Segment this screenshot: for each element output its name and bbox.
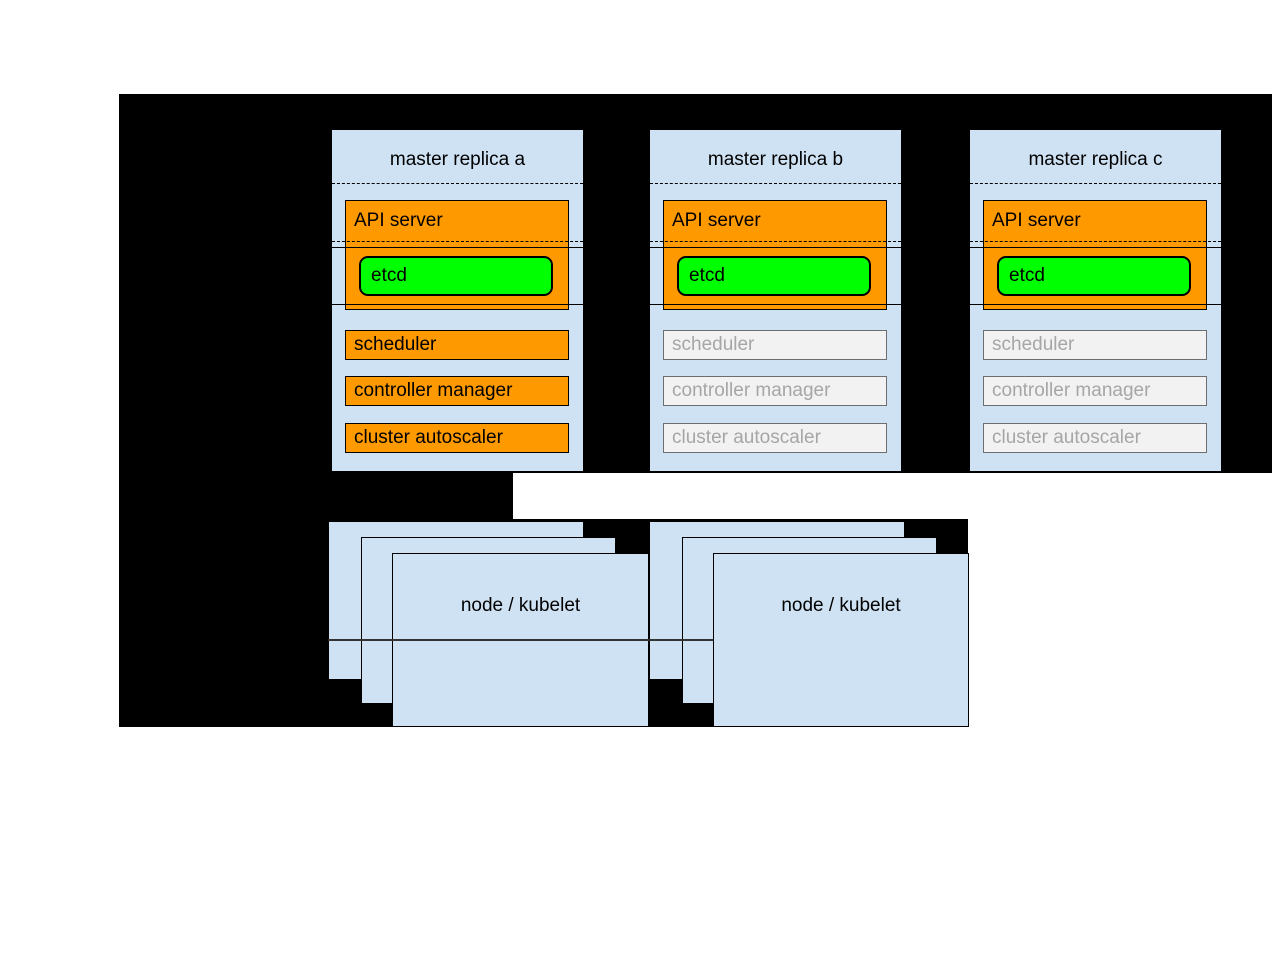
api-server-box: API server etcd	[663, 200, 887, 310]
zone-solid-line	[650, 247, 901, 248]
scheduler-box: scheduler	[983, 330, 1207, 360]
cluster-autoscaler-box: cluster autoscaler	[663, 423, 887, 453]
api-server-label: API server	[672, 210, 761, 231]
scheduler-box: scheduler	[345, 330, 569, 360]
zone-solid-line	[650, 304, 901, 305]
zone-dashed-line	[332, 183, 583, 184]
node-label: node / kubelet	[460, 595, 581, 616]
replica-title: master replica c	[1028, 149, 1163, 170]
zone-dashed-line	[650, 183, 901, 184]
master-replica-a-box: master replica a API server etcd schedul…	[331, 129, 584, 472]
api-server-box: API server etcd	[345, 200, 569, 310]
zone-solid-line	[970, 304, 1221, 305]
cluster-autoscaler-box: cluster autoscaler	[983, 423, 1207, 453]
replica-title: master replica b	[707, 149, 844, 170]
master-replica-c-box: master replica c API server etcd schedul…	[969, 129, 1222, 472]
etcd-box: etcd	[997, 256, 1191, 296]
zone-dashed-line	[970, 183, 1221, 184]
api-server-box: API server etcd	[983, 200, 1207, 310]
etcd-box: etcd	[359, 256, 553, 296]
etcd-label: etcd	[371, 265, 407, 286]
etcd-label: etcd	[1009, 265, 1045, 286]
zone-dashed-line	[650, 241, 901, 242]
master-replica-b-box: master replica b API server etcd schedul…	[649, 129, 902, 472]
zone-dashed-line	[970, 241, 1221, 242]
nodes-divider-line	[328, 639, 968, 641]
api-server-label: API server	[354, 210, 443, 231]
zone-solid-line	[332, 304, 583, 305]
zone-dashed-line	[332, 241, 583, 242]
cluster-autoscaler-box: cluster autoscaler	[345, 423, 569, 453]
zone-solid-line	[332, 247, 583, 248]
zone-solid-line	[970, 247, 1221, 248]
black-background-left-step	[119, 473, 513, 519]
replica-title: master replica a	[389, 149, 526, 170]
scheduler-box: scheduler	[663, 330, 887, 360]
controller-manager-box: controller manager	[663, 376, 887, 406]
etcd-label: etcd	[689, 265, 725, 286]
node-label: node / kubelet	[781, 595, 901, 616]
controller-manager-box: controller manager	[983, 376, 1207, 406]
controller-manager-box: controller manager	[345, 376, 569, 406]
node-box-front: node / kubelet	[713, 553, 969, 727]
etcd-box: etcd	[677, 256, 871, 296]
api-server-label: API server	[992, 210, 1081, 231]
